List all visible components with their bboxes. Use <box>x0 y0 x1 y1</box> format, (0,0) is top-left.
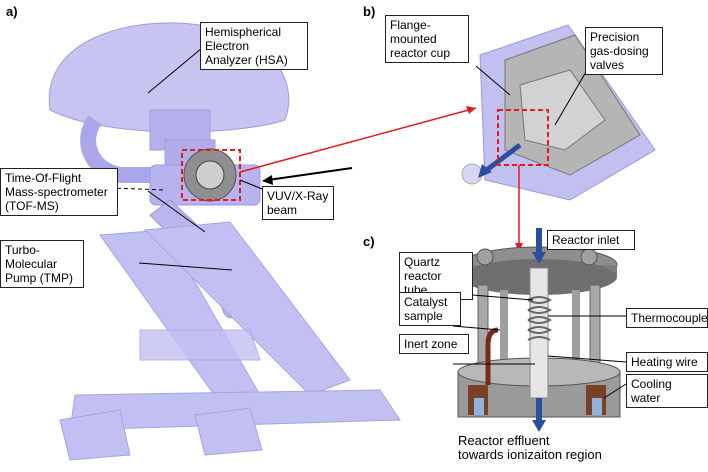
label-beam: VUV/X-Ray beam <box>262 186 334 220</box>
label-reactor-effluent: Reactor effluent towards ionizaiton regi… <box>454 432 620 464</box>
leader-lines-c <box>452 293 627 399</box>
label-reactor-cup: Flange- mounted reactor cup <box>385 15 469 63</box>
label-inert-zone: Inert zone <box>399 334 469 354</box>
connector-arrow-ab <box>239 107 477 173</box>
highlight-box-b <box>497 109 549 166</box>
panel-label-b: b) <box>363 4 376 19</box>
chamber-illustration <box>149 148 261 206</box>
label-thermocouple: Thermocouple <box>626 308 708 328</box>
label-reactor-inlet: Reactor inlet <box>547 230 635 250</box>
label-gas-valves: Precision gas-dosing valves <box>585 27 663 75</box>
label-tmp: Turbo- Molecular Pump (TMP) <box>0 240 84 288</box>
label-cooling-water: Cooling water <box>626 374 708 408</box>
highlight-box-a <box>181 149 241 201</box>
label-hsa: Hemispherical Electron Analyzer (HSA) <box>200 22 308 70</box>
stand-illustration <box>59 221 401 461</box>
label-heating-wire: Heating wire <box>626 352 708 372</box>
reactor-cup-illustration <box>461 24 656 201</box>
panel-label-c: c) <box>363 234 375 249</box>
panel-label-a: a) <box>6 4 18 19</box>
label-tof-ms: Time-Of-Flight Mass-spectrometer (TOF-MS… <box>0 168 118 216</box>
leader-lines-b <box>475 64 591 126</box>
beam-arrow <box>267 167 353 181</box>
reactor-illustration <box>457 246 621 418</box>
label-catalyst: Catalyst sample <box>399 292 461 326</box>
flow-arrow-b <box>482 143 522 174</box>
